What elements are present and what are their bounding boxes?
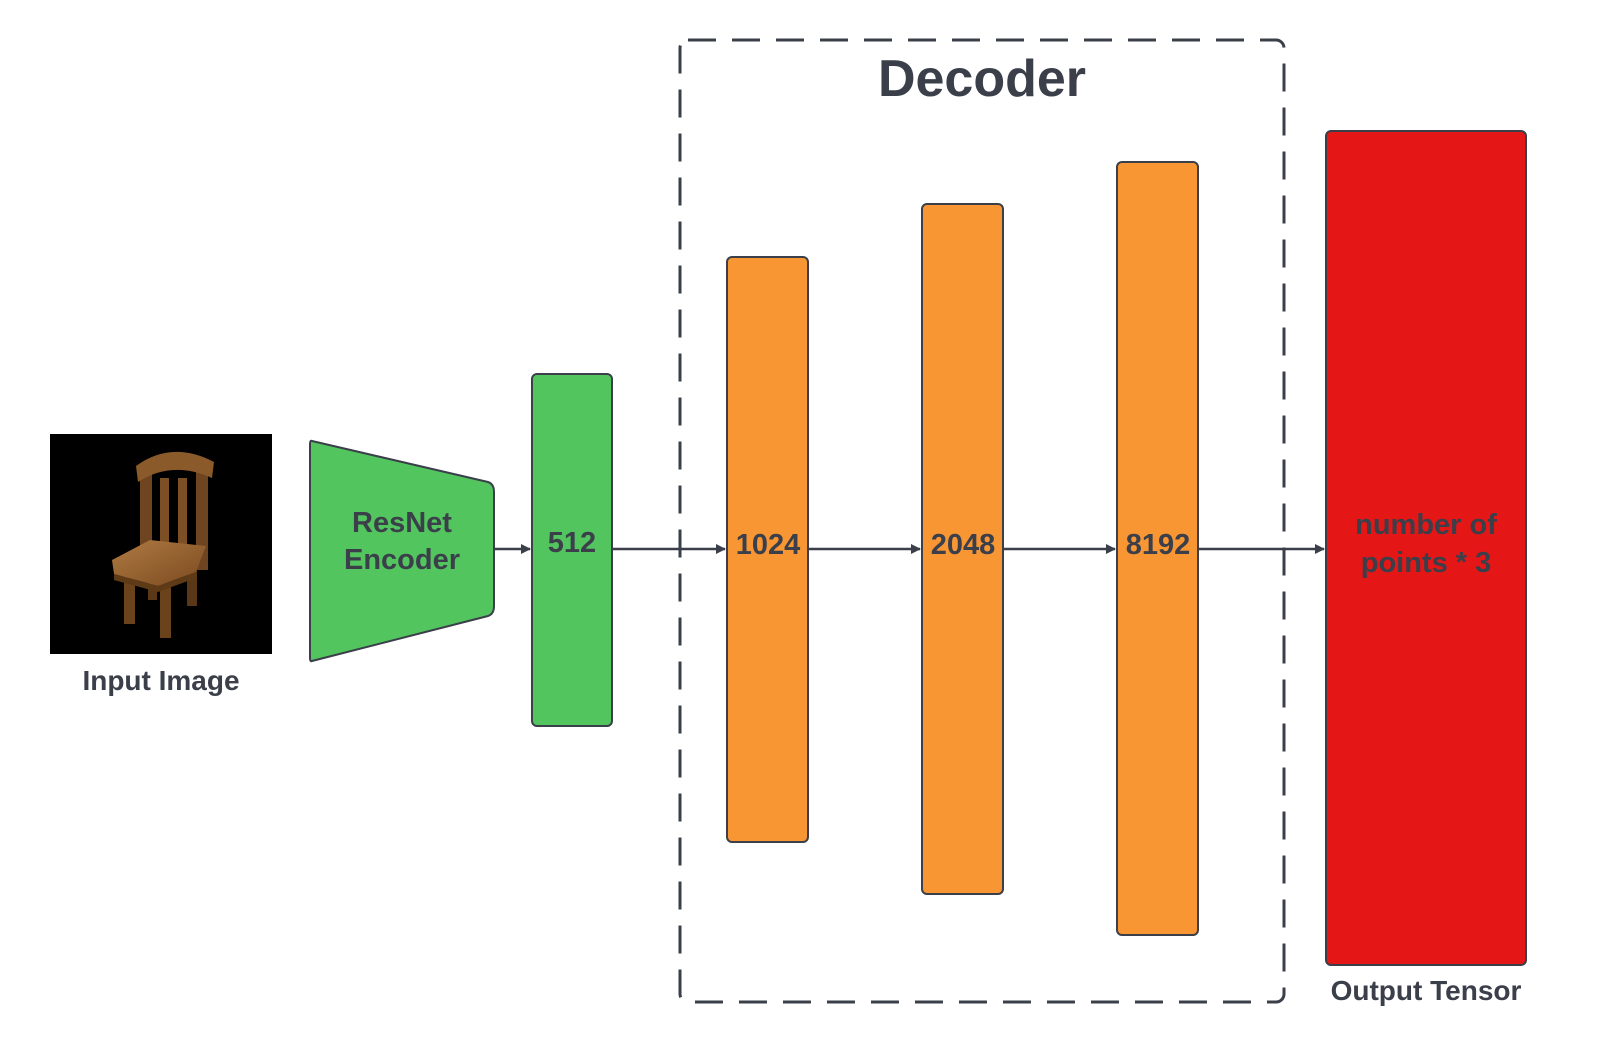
input-image-label: Input Image [82, 665, 239, 696]
output-label-line2: points * 3 [1361, 547, 1492, 579]
latent-size-label: 512 [548, 527, 596, 559]
output-label-line1: number of [1355, 509, 1497, 541]
encoder-label-line2: Encoder [344, 544, 460, 576]
layer-1024-label: 1024 [736, 529, 801, 561]
decoder-title: Decoder [878, 50, 1086, 108]
encoder-label-line1: ResNet [352, 507, 452, 539]
output-tensor-caption: Output Tensor [1331, 975, 1522, 1006]
input-image [50, 434, 272, 654]
chair-image [112, 451, 214, 638]
decoder-group-box [678, 38, 1286, 1004]
layer-2048-label: 2048 [931, 529, 996, 561]
output-tensor-block [1325, 130, 1527, 966]
layer-8192-label: 8192 [1126, 529, 1191, 561]
resnet-encoder-block [309, 439, 495, 663]
